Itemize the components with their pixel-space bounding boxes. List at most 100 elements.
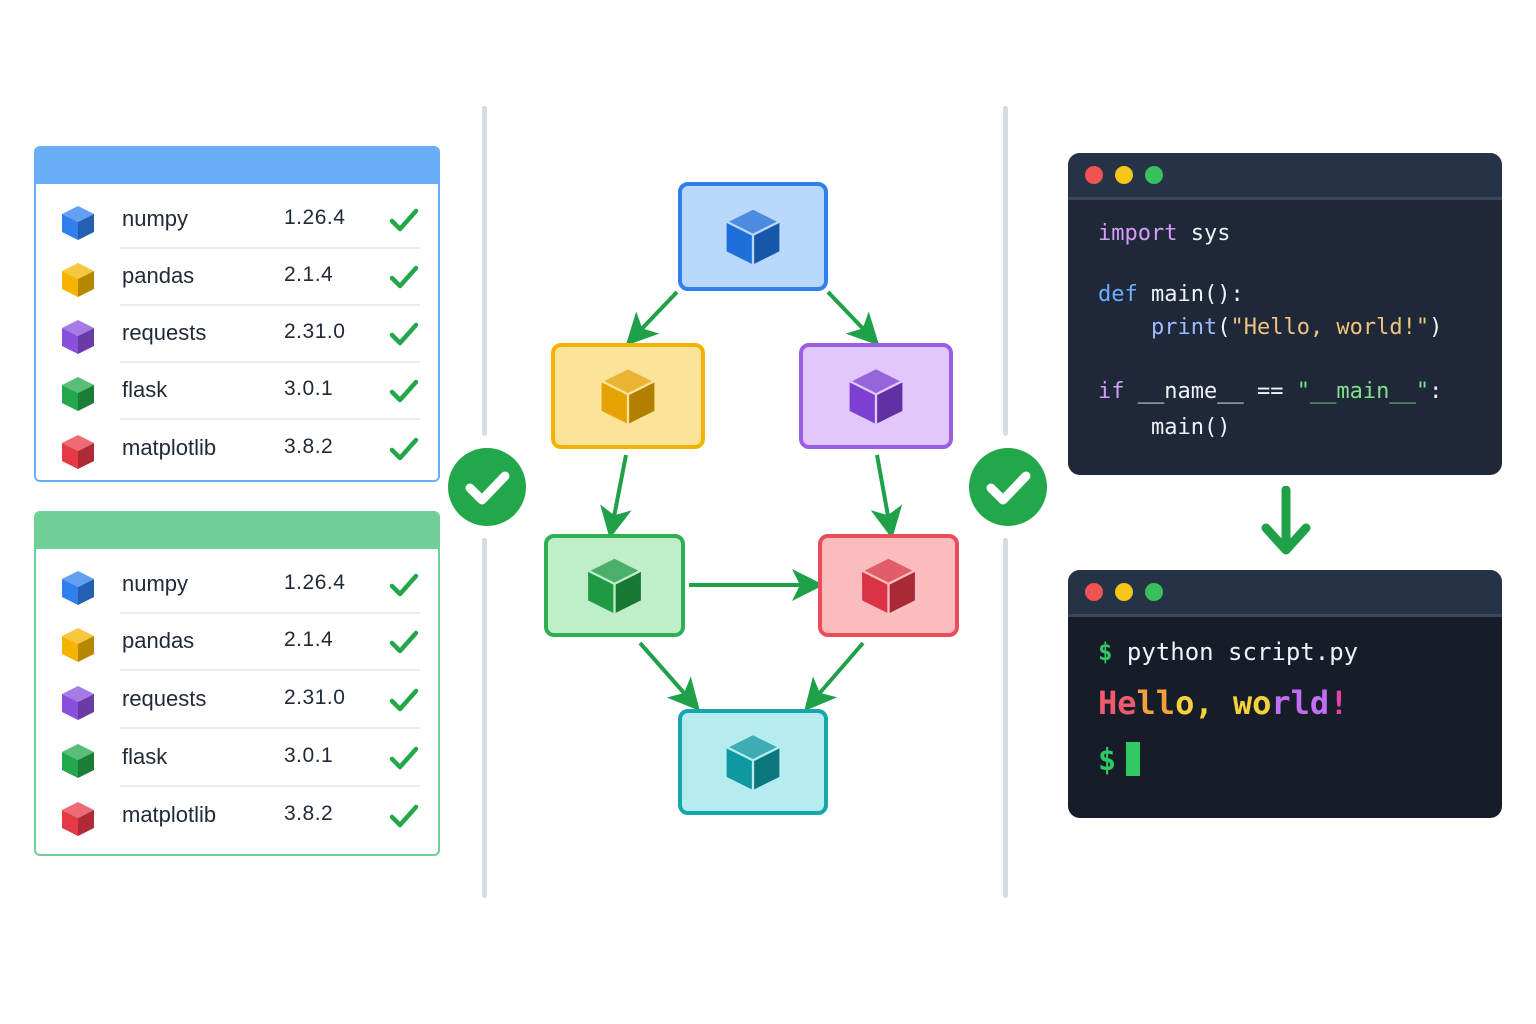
package-cube-icon xyxy=(58,625,98,665)
package-panel-green: numpy 1.26.4 pandas 2.1.4 requests 2.31.… xyxy=(34,511,440,856)
package-row-pandas: pandas 2.1.4 xyxy=(36,614,438,671)
package-row-numpy: numpy 1.26.4 xyxy=(36,192,438,249)
package-version: 2.1.4 xyxy=(284,263,334,286)
package-name: matplotlib xyxy=(122,435,217,460)
graph-node-green xyxy=(544,534,685,637)
close-dot-icon[interactable] xyxy=(1085,166,1103,184)
row-separator xyxy=(120,669,420,671)
edge-blue-yellow xyxy=(625,290,679,346)
minimize-dot-icon[interactable] xyxy=(1115,166,1133,184)
row-separator xyxy=(120,304,420,306)
package-cube-icon xyxy=(58,432,98,472)
checkmark-icon xyxy=(388,433,420,465)
left-divider-top xyxy=(482,106,487,436)
graph-edges xyxy=(600,290,903,712)
cursor-icon xyxy=(1126,742,1141,776)
code-line-5: main() xyxy=(1098,415,1231,440)
node-cube-icon xyxy=(724,732,782,791)
package-row-numpy: numpy 1.26.4 xyxy=(36,557,438,614)
left-divider-bottom xyxy=(482,538,487,898)
title-bar xyxy=(1068,153,1502,200)
package-cube-icon xyxy=(58,683,98,723)
program-output: Hello, world! xyxy=(1098,684,1348,722)
package-name: flask xyxy=(122,377,168,402)
package-name: requests xyxy=(122,686,207,711)
package-cube-icon xyxy=(58,568,98,608)
edge-blue-purple xyxy=(826,290,880,346)
package-version: 1.26.4 xyxy=(284,206,346,229)
node-cube-icon xyxy=(599,366,657,425)
graph-node-purple xyxy=(799,343,953,449)
package-cube-icon xyxy=(58,203,98,243)
output-terminal-window: $ python script.py Hello, world! $ xyxy=(1068,570,1502,818)
code-editor-window: import sys def main(): print("Hello, wor… xyxy=(1068,153,1502,475)
package-cube-icon xyxy=(58,799,98,839)
row-separator xyxy=(120,361,420,363)
output-text-part: He xyxy=(1098,684,1137,722)
right-check-icon xyxy=(969,448,1047,526)
package-row-flask: flask 3.0.1 xyxy=(36,363,438,420)
node-cube-icon xyxy=(859,556,918,614)
package-cube-icon xyxy=(58,374,98,414)
row-separator xyxy=(120,785,420,787)
package-panel-blue: numpy 1.26.4 pandas 2.1.4 requests 2.31.… xyxy=(34,146,440,482)
code-line-4: if __name__ == "__main__": xyxy=(1098,379,1443,404)
edge-green-teal xyxy=(638,641,700,712)
package-version: 1.26.4 xyxy=(284,571,346,594)
node-cube-icon xyxy=(847,366,905,425)
close-dot-icon[interactable] xyxy=(1085,583,1103,601)
edge-purple-red xyxy=(870,454,903,539)
row-separator xyxy=(120,418,420,420)
edge-yellow-green xyxy=(600,454,632,539)
package-name: flask xyxy=(122,744,168,769)
panel-header xyxy=(36,513,438,549)
package-version: 3.0.1 xyxy=(284,377,334,400)
graph-node-blue xyxy=(678,182,828,291)
output-text-part: o, xyxy=(1175,684,1214,722)
edge-red-teal xyxy=(804,641,865,712)
output-text-part: ! xyxy=(1329,684,1349,722)
package-version: 3.0.1 xyxy=(284,744,334,767)
package-row-pandas: pandas 2.1.4 xyxy=(36,249,438,306)
title-bar xyxy=(1068,570,1502,617)
package-version: 3.8.2 xyxy=(284,435,334,458)
graph-nodes xyxy=(544,182,959,815)
graph-node-teal xyxy=(678,709,828,815)
package-row-requests: requests 2.31.0 xyxy=(36,672,438,729)
package-version: 2.31.0 xyxy=(284,320,346,343)
prompt-line[interactable]: $ xyxy=(1098,742,1141,778)
graph-node-yellow xyxy=(551,343,705,449)
checkmark-icon xyxy=(388,626,420,658)
package-name: numpy xyxy=(122,206,189,231)
checkmark-icon xyxy=(388,684,420,716)
package-cube-icon xyxy=(58,741,98,781)
package-version: 2.1.4 xyxy=(284,628,334,651)
package-cube-icon xyxy=(58,317,98,357)
checkmark-icon xyxy=(388,569,420,601)
code-line-1: import sys xyxy=(1098,221,1231,246)
checkmark-icon xyxy=(388,318,420,350)
package-cube-icon xyxy=(58,260,98,300)
output-text-part: ll xyxy=(1136,684,1176,722)
row-separator xyxy=(120,612,420,614)
code-line-3: print("Hello, world!") xyxy=(1150,315,1443,340)
output-text-part xyxy=(1214,684,1233,722)
maximize-dot-icon[interactable] xyxy=(1145,583,1163,601)
panel-header xyxy=(36,148,438,184)
package-row-requests: requests 2.31.0 xyxy=(36,306,438,363)
package-name: matplotlib xyxy=(122,802,217,827)
graph-node-red xyxy=(818,534,959,637)
node-cube-icon xyxy=(585,556,644,614)
package-name: numpy xyxy=(122,571,189,596)
package-name: pandas xyxy=(122,628,195,653)
maximize-dot-icon[interactable] xyxy=(1145,166,1163,184)
package-row-flask: flask 3.0.1 xyxy=(36,730,438,787)
left-check-icon xyxy=(448,448,526,526)
checkmark-icon xyxy=(388,742,420,774)
checkmark-icon xyxy=(388,800,420,832)
row-separator xyxy=(120,247,420,249)
code-line-2: def main(): xyxy=(1098,282,1244,307)
output-text-part: rld xyxy=(1271,684,1330,722)
minimize-dot-icon[interactable] xyxy=(1115,583,1133,601)
